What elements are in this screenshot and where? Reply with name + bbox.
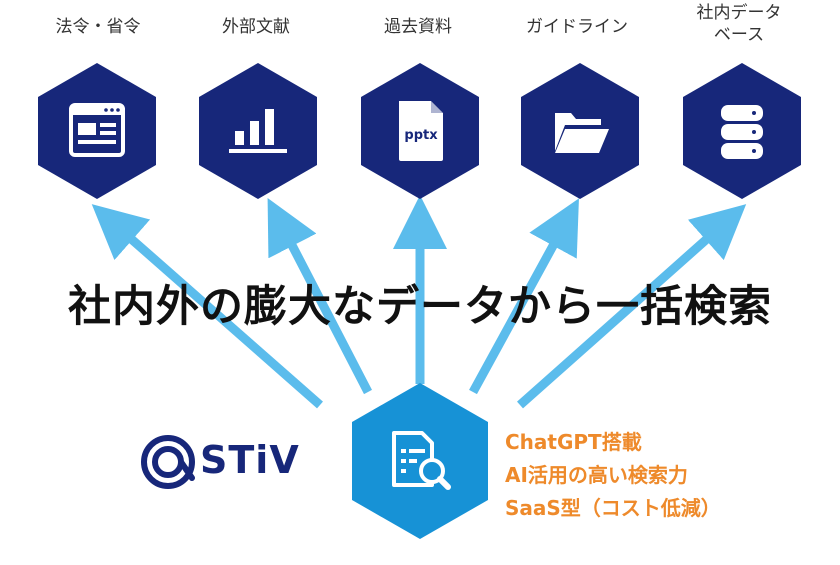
pptx-file-icon: pptx (399, 101, 443, 161)
folder-icon (555, 113, 609, 153)
hex-database (683, 63, 801, 199)
document-search-icon (392, 431, 451, 490)
feature-item: SaaS型（コスト低減） (505, 496, 721, 520)
feature-item: ChatGPT搭載 (505, 430, 642, 454)
label-past-docs: 過去資料 (384, 17, 452, 37)
headline: 社内外の膨大なデータから一括検索 (68, 282, 772, 332)
arrow-to-guidelines (469, 198, 579, 395)
arrow-to-literature (267, 198, 372, 395)
document-window-icon (69, 103, 125, 157)
bar-chart-icon (229, 109, 287, 153)
feature-item: AI活用の高い検索力 (505, 463, 688, 487)
pptx-text: pptx (404, 128, 438, 143)
feature-list: ChatGPT搭載 AI活用の高い検索力 SaaS型（コスト低減） (505, 426, 721, 525)
label-literature: 外部文献 (222, 17, 290, 37)
stiv-logo-mark-icon (141, 435, 195, 489)
label-guidelines: ガイドライン (526, 17, 628, 37)
label-laws: 法令・省令 (55, 17, 141, 37)
arrow-to-database (517, 204, 747, 409)
label-database: 社内データ ベース (696, 3, 782, 45)
stiv-logo: STiV (140, 432, 320, 492)
logo-text: STiV (200, 438, 300, 482)
arrow-to-laws (91, 204, 323, 409)
database-icon (721, 105, 763, 159)
hex-guidelines (521, 63, 639, 199)
